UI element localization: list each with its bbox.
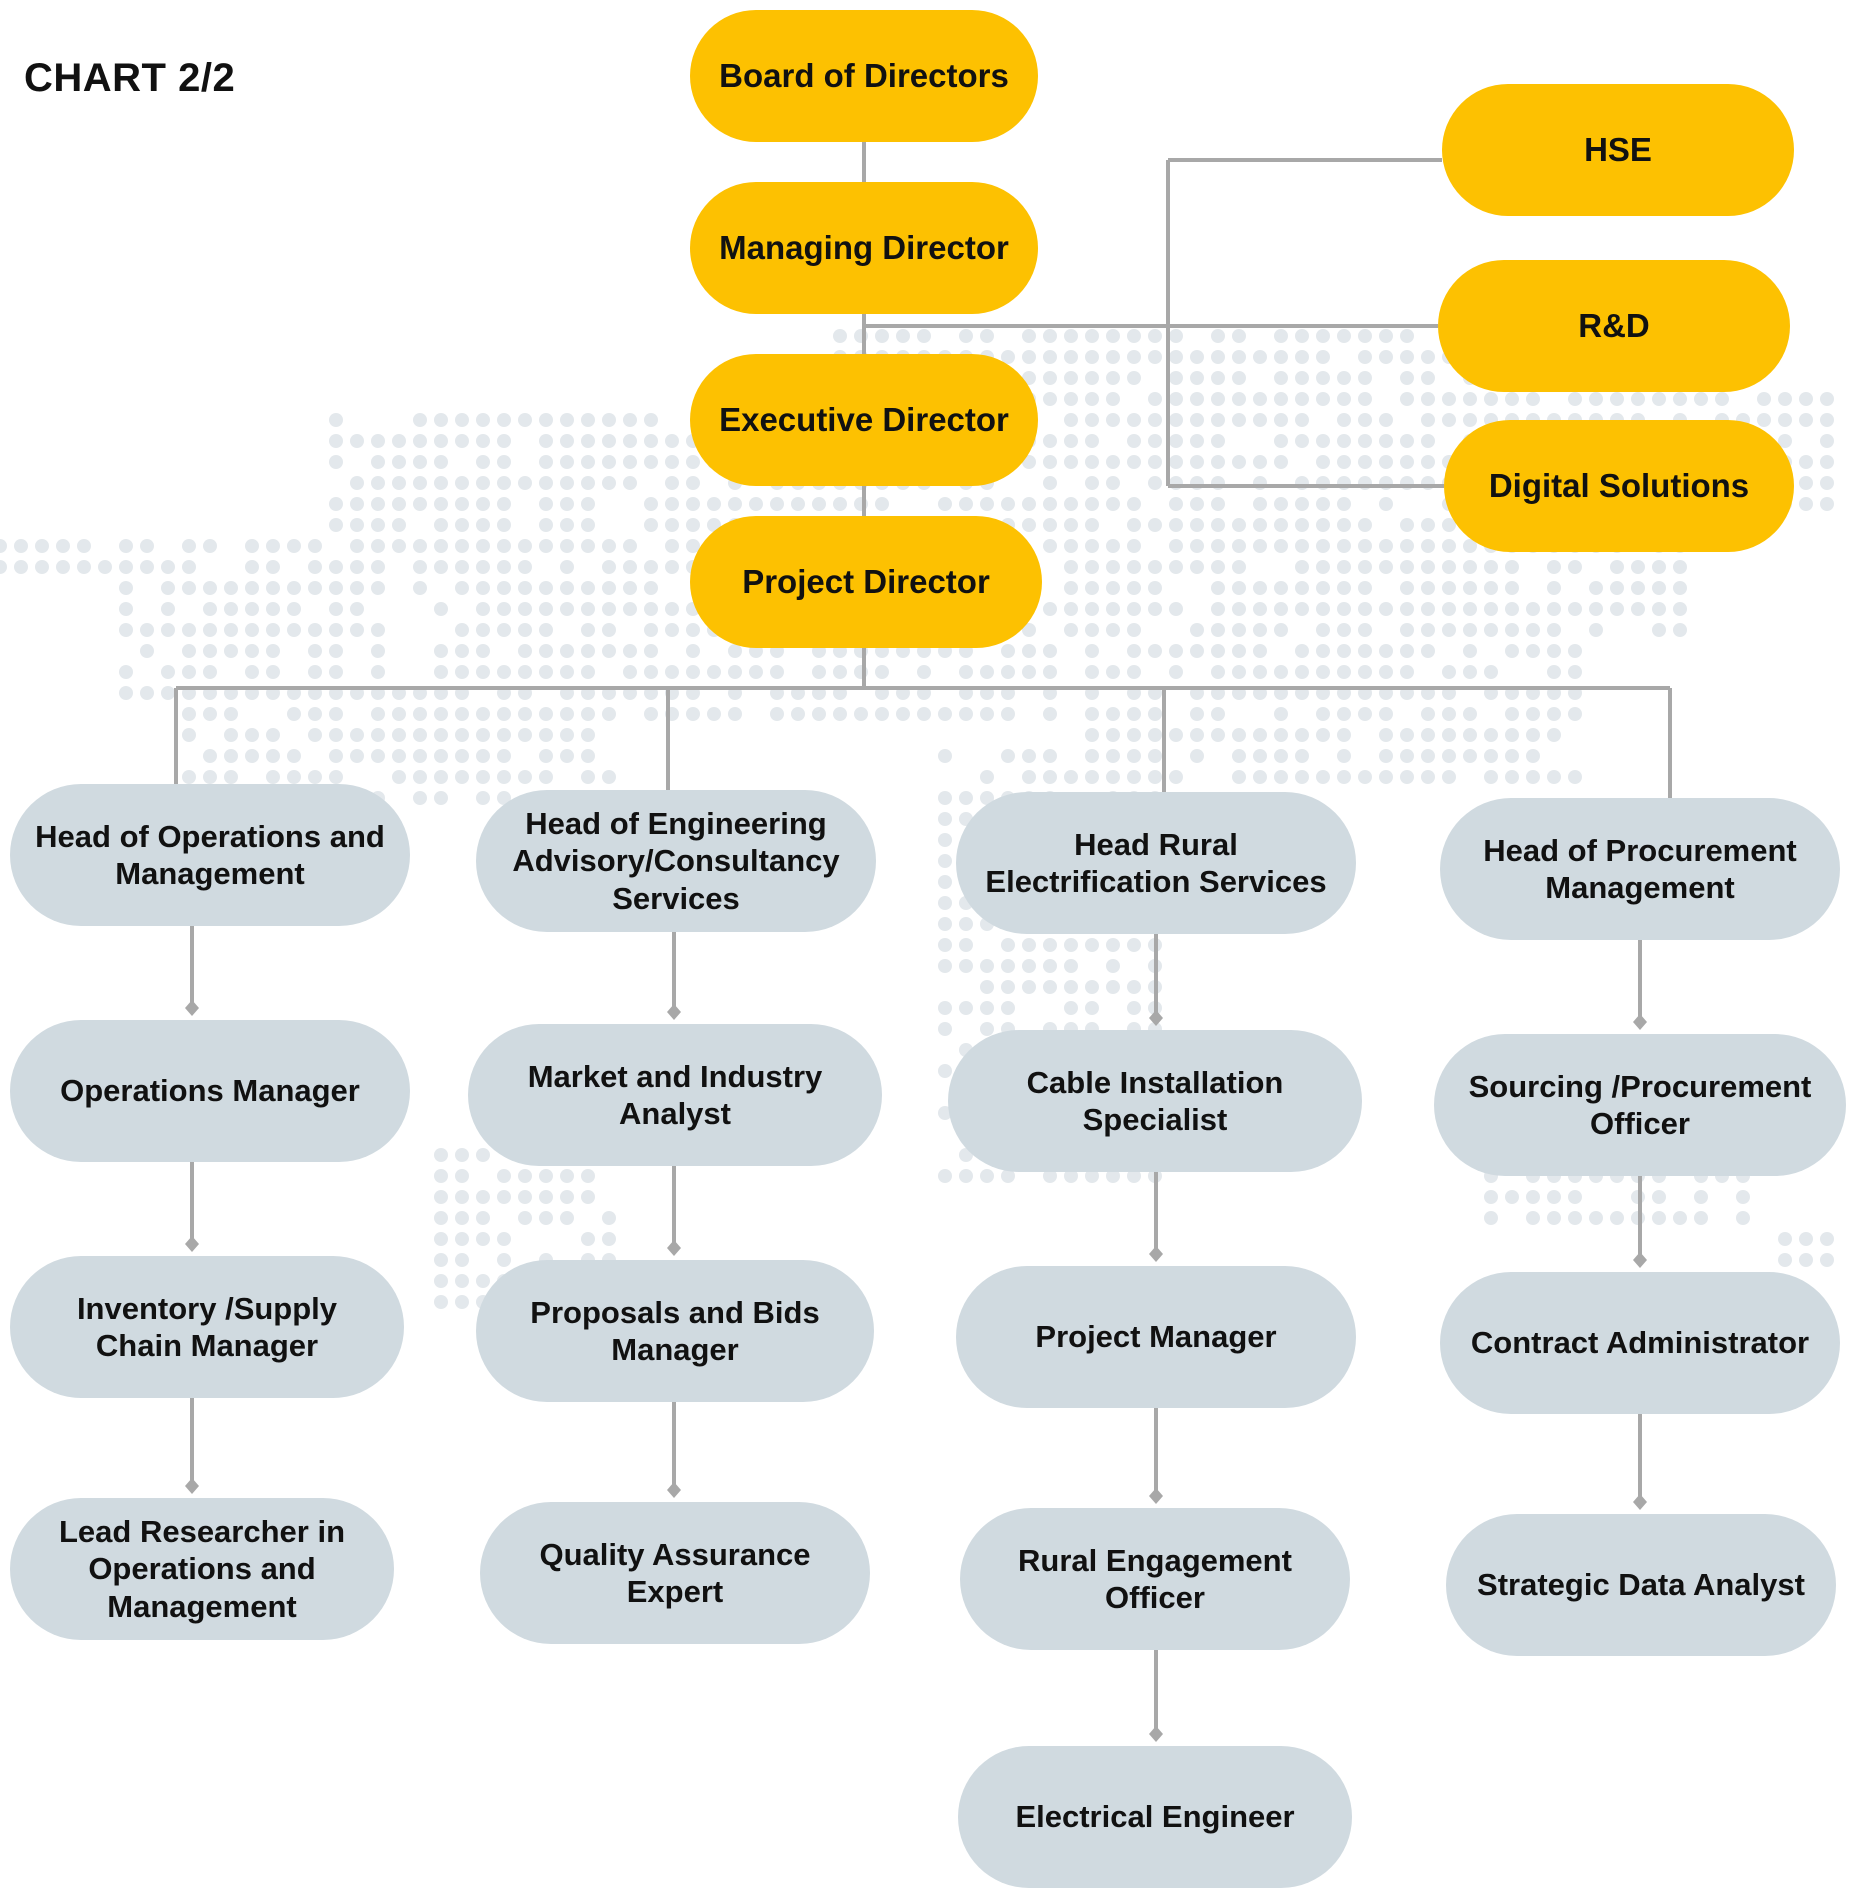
board-of-directors-label: Board of Directors [719,57,1009,95]
operations-manager-label: Operations Manager [60,1073,360,1109]
strategic-data-analyst-node[interactable]: Strategic Data Analyst [1446,1514,1836,1656]
strategic-data-analyst-label: Strategic Data Analyst [1477,1567,1805,1603]
chart-title: CHART 2/2 [24,56,236,100]
cable-installation-node[interactable]: Cable Installation Specialist [948,1030,1362,1172]
rnd-node[interactable]: R&D [1438,260,1790,392]
lead-researcher-label: Lead Researcher in Operations and Manage… [58,1514,346,1624]
head-rural-electrification-node[interactable]: Head Rural Electrification Services [956,792,1356,934]
head-engineering-label: Head of Engineering Advisory/Consultancy… [512,806,840,916]
board-of-directors-node[interactable]: Board of Directors [690,10,1038,142]
quality-assurance-node[interactable]: Quality Assurance Expert [480,1502,870,1644]
head-operations-label: Head of Operations and Management [35,818,385,891]
head-rural-electrification-label: Head Rural Electrification Services [985,826,1327,899]
market-analyst-label: Market and Industry Analyst [527,1058,823,1131]
inventory-supply-chain-label: Inventory /Supply Chain Manager [76,1290,338,1363]
digital-solutions-label: Digital Solutions [1488,467,1750,505]
inventory-supply-chain-node[interactable]: Inventory /Supply Chain Manager [10,1256,404,1398]
head-engineering-node[interactable]: Head of Engineering Advisory/Consultancy… [476,790,876,932]
rural-engagement-label: Rural Engagement Officer [1018,1542,1292,1615]
executive-director-node[interactable]: Executive Director [690,354,1038,486]
executive-director-label: Executive Director [719,401,1009,439]
electrical-engineer-node[interactable]: Electrical Engineer [958,1746,1352,1888]
lead-researcher-node[interactable]: Lead Researcher in Operations and Manage… [10,1498,394,1640]
managing-director-node[interactable]: Managing Director [690,182,1038,314]
proposals-bids-node[interactable]: Proposals and Bids Manager [476,1260,874,1402]
head-operations-node[interactable]: Head of Operations and Management [10,784,410,926]
market-analyst-node[interactable]: Market and Industry Analyst [468,1024,882,1166]
rural-engagement-node[interactable]: Rural Engagement Officer [960,1508,1350,1650]
operations-manager-node[interactable]: Operations Manager [10,1020,410,1162]
project-manager-node[interactable]: Project Manager [956,1266,1356,1408]
quality-assurance-label: Quality Assurance Expert [539,1536,811,1609]
contract-administrator-label: Contract Administrator [1470,1325,1810,1361]
hse-label: HSE [1584,131,1652,169]
head-procurement-node[interactable]: Head of Procurement Management [1440,798,1840,940]
sourcing-procurement-label: Sourcing /Procurement Officer [1468,1068,1812,1141]
project-director-node[interactable]: Project Director [690,516,1042,648]
electrical-engineer-label: Electrical Engineer [1015,1799,1295,1835]
project-director-label: Project Director [742,563,990,601]
cable-installation-label: Cable Installation Specialist [1026,1064,1284,1137]
project-manager-label: Project Manager [1035,1319,1277,1355]
managing-director-label: Managing Director [719,229,1009,267]
proposals-bids-label: Proposals and Bids Manager [530,1294,820,1367]
contract-administrator-node[interactable]: Contract Administrator [1440,1272,1840,1414]
sourcing-procurement-node[interactable]: Sourcing /Procurement Officer [1434,1034,1846,1176]
hse-node[interactable]: HSE [1442,84,1794,216]
rnd-label: R&D [1578,307,1650,345]
digital-solutions-node[interactable]: Digital Solutions [1444,420,1794,552]
head-procurement-label: Head of Procurement Management [1483,832,1797,905]
